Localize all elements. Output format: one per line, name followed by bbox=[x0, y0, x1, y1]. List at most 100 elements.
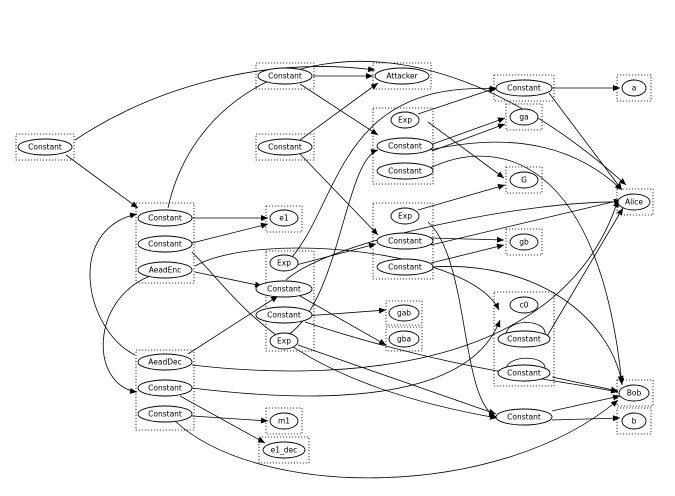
node-label: Constant bbox=[148, 240, 182, 249]
node-ellipse bbox=[509, 108, 539, 126]
node-label: gab bbox=[397, 309, 411, 318]
node-label: Bob bbox=[627, 389, 642, 398]
node-label: Constant bbox=[28, 143, 62, 152]
node-ellipse bbox=[617, 193, 651, 211]
node-label: Alice bbox=[625, 198, 643, 207]
node-label: Exp bbox=[277, 259, 291, 268]
node-const-dec-2: Constant bbox=[137, 405, 193, 423]
node-bob: Bob bbox=[618, 384, 650, 402]
node-exp-a: Exp bbox=[390, 111, 420, 129]
node-label: gba bbox=[397, 335, 411, 344]
node-label: Constant bbox=[148, 410, 182, 419]
clusters bbox=[15, 62, 654, 464]
node-ellipse bbox=[495, 79, 553, 97]
node-label: a bbox=[632, 84, 637, 93]
node-a: a bbox=[621, 79, 647, 97]
node-exp-c: Exp bbox=[269, 254, 299, 272]
node-const-mid-2: Constant bbox=[255, 306, 313, 324]
node-const-ga-1: Constant bbox=[376, 137, 434, 155]
node-label: Constant bbox=[148, 214, 182, 223]
node-ellipse bbox=[621, 412, 647, 430]
node-label: b bbox=[632, 417, 637, 426]
node-label: e1 bbox=[279, 214, 289, 223]
node-label: Constant bbox=[507, 335, 541, 344]
node-gba: gba bbox=[388, 330, 420, 348]
node-label: Constant bbox=[148, 384, 182, 393]
node-c0: c0 bbox=[509, 296, 539, 314]
node-const-left: Constant bbox=[17, 138, 73, 156]
node-const-gb-2: Constant bbox=[376, 258, 434, 276]
node-const-c0-1: Constant bbox=[497, 330, 551, 348]
node-ellipse bbox=[137, 235, 193, 253]
nodes: ConstantConstantConstantAttackerConstant… bbox=[17, 67, 651, 459]
node-ellipse bbox=[509, 233, 539, 251]
node-label: Constant bbox=[388, 237, 422, 246]
node-const-b: Constant bbox=[495, 408, 553, 426]
node-ellipse bbox=[497, 364, 551, 382]
node-label: Constant bbox=[268, 143, 302, 152]
node-label: m1 bbox=[278, 417, 290, 426]
node-label: Constant bbox=[267, 311, 301, 320]
node-m1: m1 bbox=[269, 412, 299, 430]
node-attacker: Attacker bbox=[374, 67, 430, 85]
node-ellipse bbox=[269, 254, 299, 272]
node-ellipse bbox=[269, 209, 299, 227]
node-ellipse bbox=[621, 79, 647, 97]
node-ellipse bbox=[137, 209, 193, 227]
node-ellipse bbox=[257, 138, 313, 156]
node-e1_dec: e1_dec bbox=[262, 441, 306, 459]
node-ellipse bbox=[390, 111, 420, 129]
node-label: ga bbox=[519, 113, 528, 122]
node-label: gb bbox=[519, 238, 529, 247]
node-ellipse bbox=[269, 332, 299, 350]
node-const-mid-1: Constant bbox=[255, 280, 313, 298]
node-const-enc-2: Constant bbox=[137, 235, 193, 253]
node-alice: Alice bbox=[617, 193, 651, 211]
node-ellipse bbox=[388, 330, 420, 348]
node-gab: gab bbox=[388, 304, 420, 322]
node-label: Constant bbox=[267, 285, 301, 294]
node-ellipse bbox=[262, 441, 306, 459]
node-exp-b: Exp bbox=[390, 207, 420, 225]
node-ellipse bbox=[374, 67, 430, 85]
node-ellipse bbox=[137, 405, 193, 423]
node-e1: e1 bbox=[269, 209, 299, 227]
node-ellipse bbox=[376, 162, 434, 180]
node-const-top-1: Constant bbox=[257, 67, 313, 85]
node-label: Constant bbox=[507, 84, 541, 93]
node-b: b bbox=[621, 412, 647, 430]
node-label: G bbox=[521, 176, 527, 185]
node-ellipse bbox=[618, 384, 650, 402]
node-label: Constant bbox=[507, 369, 541, 378]
node-ellipse bbox=[137, 261, 193, 279]
node-aeaddec: AeadDec bbox=[137, 353, 193, 371]
node-ellipse bbox=[269, 412, 299, 430]
node-const-a: Constant bbox=[495, 79, 553, 97]
node-ellipse bbox=[497, 330, 551, 348]
node-ellipse bbox=[376, 232, 434, 250]
node-aeadenc: AeadEnc bbox=[137, 261, 193, 279]
node-const-gb-1: Constant bbox=[376, 232, 434, 250]
node-ellipse bbox=[390, 207, 420, 225]
node-ga: ga bbox=[509, 108, 539, 126]
node-const-top-2: Constant bbox=[257, 138, 313, 156]
node-ellipse bbox=[495, 408, 553, 426]
node-label: Exp bbox=[277, 337, 291, 346]
node-label: Constant bbox=[388, 263, 422, 272]
node-ellipse bbox=[509, 296, 539, 314]
node-ellipse bbox=[137, 379, 193, 397]
node-label: Constant bbox=[268, 72, 302, 81]
node-label: Constant bbox=[507, 413, 541, 422]
node-const-ga-2: Constant bbox=[376, 162, 434, 180]
edges bbox=[65, 61, 627, 479]
node-label: e1_dec bbox=[271, 446, 298, 455]
node-label: Constant bbox=[388, 142, 422, 151]
node-label: AeadEnc bbox=[149, 266, 182, 275]
node-ellipse bbox=[255, 280, 313, 298]
node-exp-d: Exp bbox=[269, 332, 299, 350]
node-ellipse bbox=[17, 138, 73, 156]
node-label: Attacker bbox=[386, 72, 418, 81]
node-ellipse bbox=[137, 353, 193, 371]
node-G: G bbox=[509, 171, 539, 189]
